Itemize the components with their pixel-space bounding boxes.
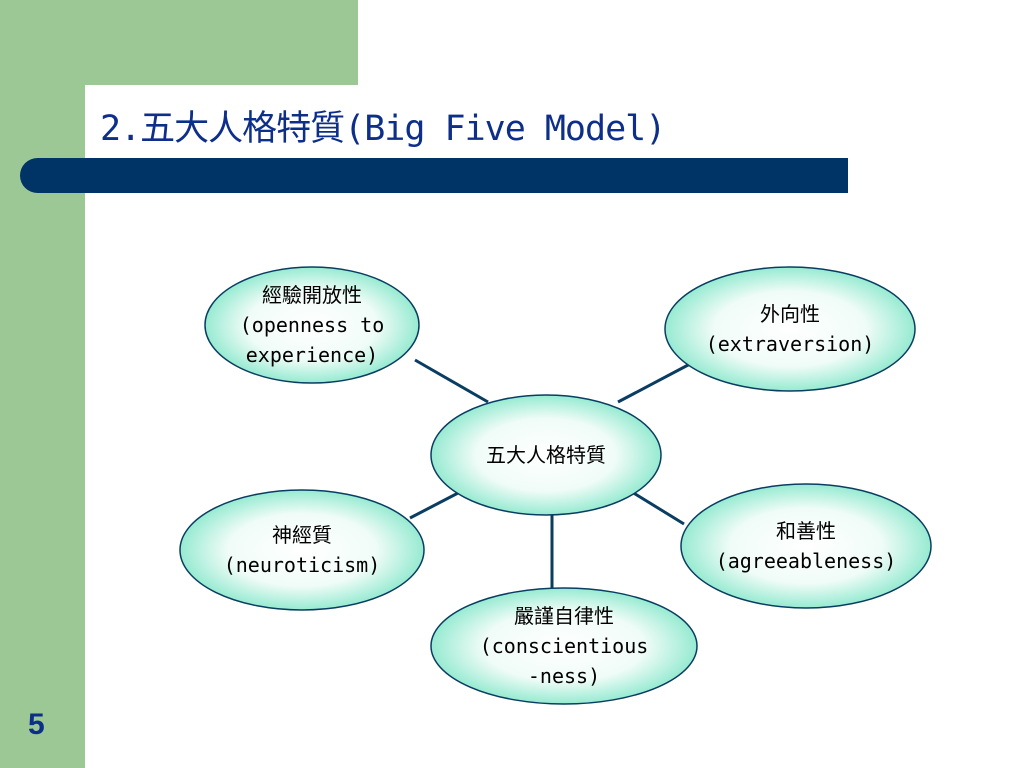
connector-extraversion [617, 362, 691, 404]
node-agreeableness-shape [680, 483, 932, 609]
node-extraversion-zh: 外向性 [760, 302, 820, 326]
node-conscientiousness-en: (conscientious [479, 634, 649, 658]
node-extraversion: 外向性 (extraversion) [665, 267, 915, 391]
node-openness-shape [204, 266, 420, 384]
node-neuroticism: 神經質 (neuroticism) [180, 490, 424, 610]
node-neuroticism-en: (neuroticism) [223, 553, 381, 577]
node-extraversion-shape [664, 266, 916, 392]
node-agreeableness-en: (agreeableness) [715, 549, 897, 573]
page-number: 5 [28, 708, 45, 741]
node-agreeableness: 和善性 (agreeableness) [681, 484, 931, 608]
background-accent-left [0, 0, 85, 768]
node-conscientiousness-shape [430, 587, 698, 705]
connector-neuroticism [409, 490, 461, 520]
connector-agreeableness [631, 490, 685, 526]
node-openness-en-cont: experience) [245, 343, 379, 367]
node-openness-en: (openness to [239, 313, 385, 337]
node-agreeableness-zh: 和善性 [776, 519, 836, 543]
node-conscientiousness-zh: 嚴謹自律性 [514, 604, 614, 628]
node-center: 五大人格特質 [431, 395, 661, 515]
node-extraversion-en: (extraversion) [705, 332, 875, 356]
title-underline-bar [20, 158, 848, 193]
node-openness: 經驗開放性 (openness to experience) [205, 270, 419, 380]
node-conscientiousness-en-cont: -ness) [527, 664, 601, 688]
node-center-shape [430, 394, 662, 516]
connector-openness [414, 358, 489, 404]
node-conscientiousness: 嚴謹自律性 (conscientious -ness) [431, 588, 697, 704]
node-openness-zh: 經驗開放性 [262, 283, 362, 307]
slide-title: 2.五大人格特質(Big Five Model) [100, 109, 666, 149]
node-neuroticism-zh: 神經質 [272, 523, 332, 547]
node-neuroticism-shape [179, 489, 425, 611]
node-center-label: 五大人格特質 [486, 443, 606, 467]
